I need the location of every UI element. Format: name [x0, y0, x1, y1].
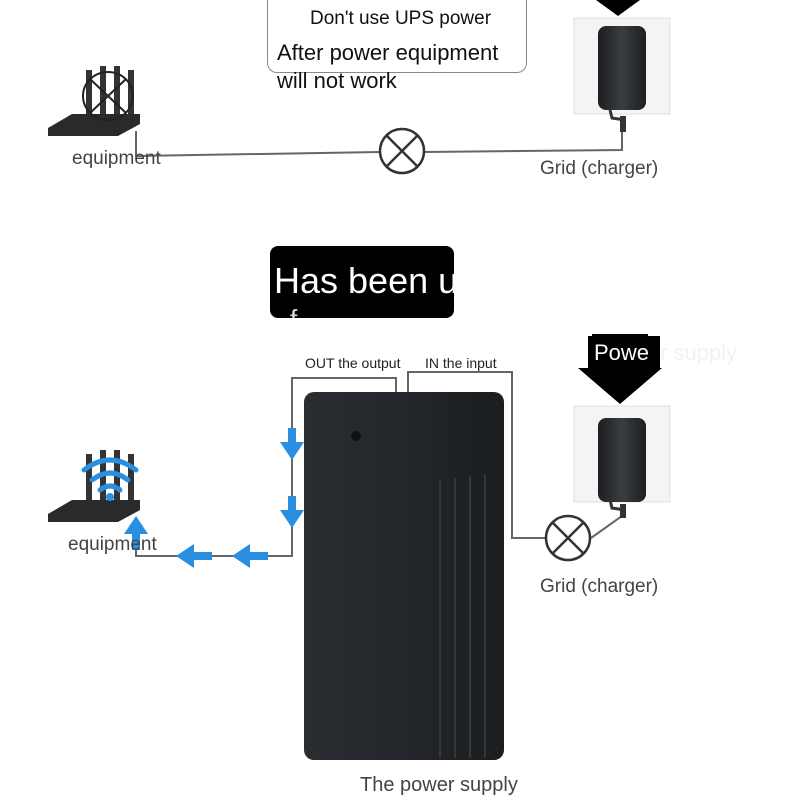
top-power-line — [135, 131, 623, 158]
router-top-icon — [48, 66, 140, 136]
power-label-box: Powe — [588, 336, 660, 370]
warning-note-box — [267, 0, 527, 73]
flow-arrow-up — [124, 516, 148, 550]
warning-note-line-2: will not work — [277, 68, 397, 93]
equipment-label-bottom: equipment — [68, 534, 157, 555]
flow-arrow-left-1 — [232, 544, 268, 568]
warning-note-line-1: After power equipment — [277, 40, 499, 65]
in-label: IN the input — [425, 355, 497, 371]
status-banner: Has been u f — [270, 246, 454, 318]
warning-note-title: Don't use UPS power — [310, 8, 492, 29]
status-banner-text: Has been u — [274, 260, 454, 301]
grid-label-top: Grid (charger) — [540, 158, 659, 179]
equipment-label-top: equipment — [72, 148, 161, 169]
power-label: Powe — [594, 340, 650, 365]
status-banner-subtext: f — [290, 304, 297, 318]
flow-arrow-down-2 — [280, 496, 304, 528]
switch-on-bottom-icon — [544, 514, 592, 562]
grid-label-bottom: Grid (charger) — [540, 576, 659, 597]
flow-arrow-down-1 — [280, 428, 304, 460]
power-supply-label: The power supply — [360, 774, 518, 796]
flow-arrow-left-2 — [176, 544, 212, 568]
ups-power-supply — [304, 392, 504, 760]
router-bottom-icon — [48, 450, 140, 522]
power-label-tail: r supply — [660, 340, 738, 365]
switch-off-top-icon — [378, 127, 426, 175]
flow-arrows — [124, 428, 304, 568]
wall-adapter-bottom-icon — [573, 405, 671, 518]
wifi-signal-icon — [81, 457, 139, 501]
out-label: OUT the output — [305, 355, 401, 371]
wall-adapter-top-icon — [573, 0, 671, 132]
